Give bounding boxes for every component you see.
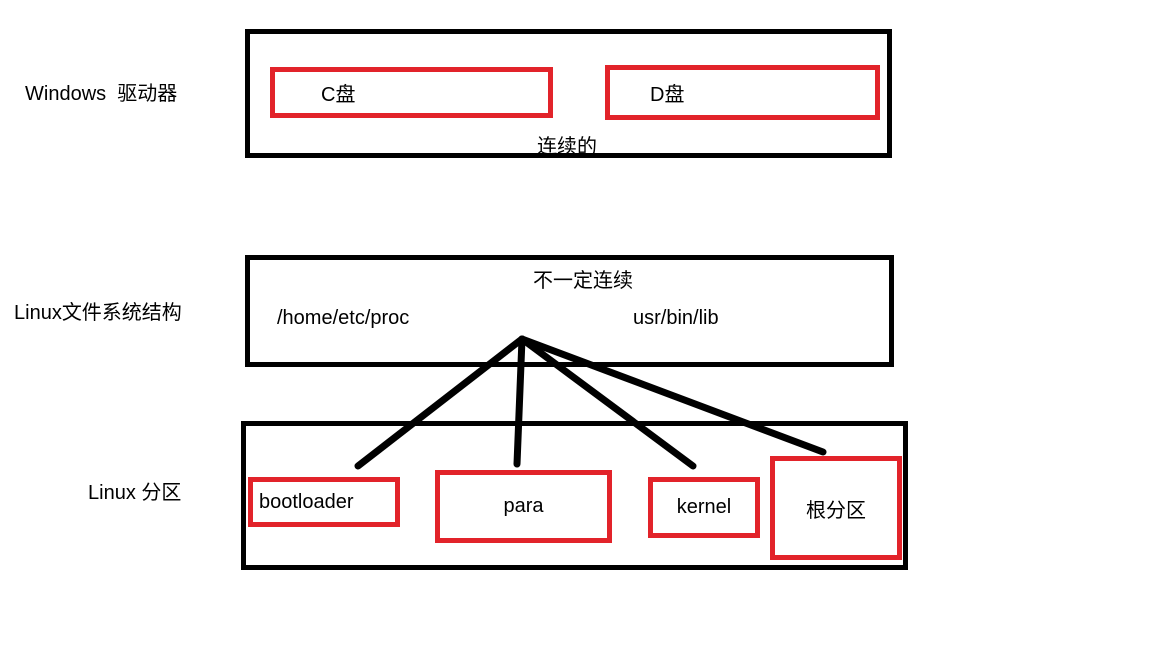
filesystem-row-label: Linux文件系统结构 <box>14 302 182 324</box>
root-partition-label: 根分区 <box>806 499 866 522</box>
root-partition-box: 根分区 <box>770 456 902 560</box>
kernel-box: kernel <box>648 477 760 538</box>
d-drive-label: D盘 <box>650 84 685 106</box>
kernel-label: kernel <box>676 496 732 518</box>
d-drive-box: D盘 <box>605 65 880 120</box>
bootloader-box: bootloader <box>248 477 400 527</box>
noncontinuous-note: 不一定连续 <box>533 270 633 292</box>
windows-drive-box <box>245 29 892 158</box>
para-label: para <box>503 495 544 517</box>
c-drive-box: C盘 <box>270 67 553 118</box>
bootloader-label: bootloader <box>259 490 354 513</box>
path-home-etc-proc: /home/etc/proc <box>277 307 410 329</box>
c-drive-label: C盘 <box>321 84 356 106</box>
partition-row-label: Linux 分区 <box>88 482 182 504</box>
para-box: para <box>435 470 612 543</box>
windows-row-label: Windows 驱动器 <box>25 83 178 105</box>
continuous-note: 连续的 <box>537 136 597 158</box>
path-usr-bin-lib: usr/bin/lib <box>633 307 719 329</box>
